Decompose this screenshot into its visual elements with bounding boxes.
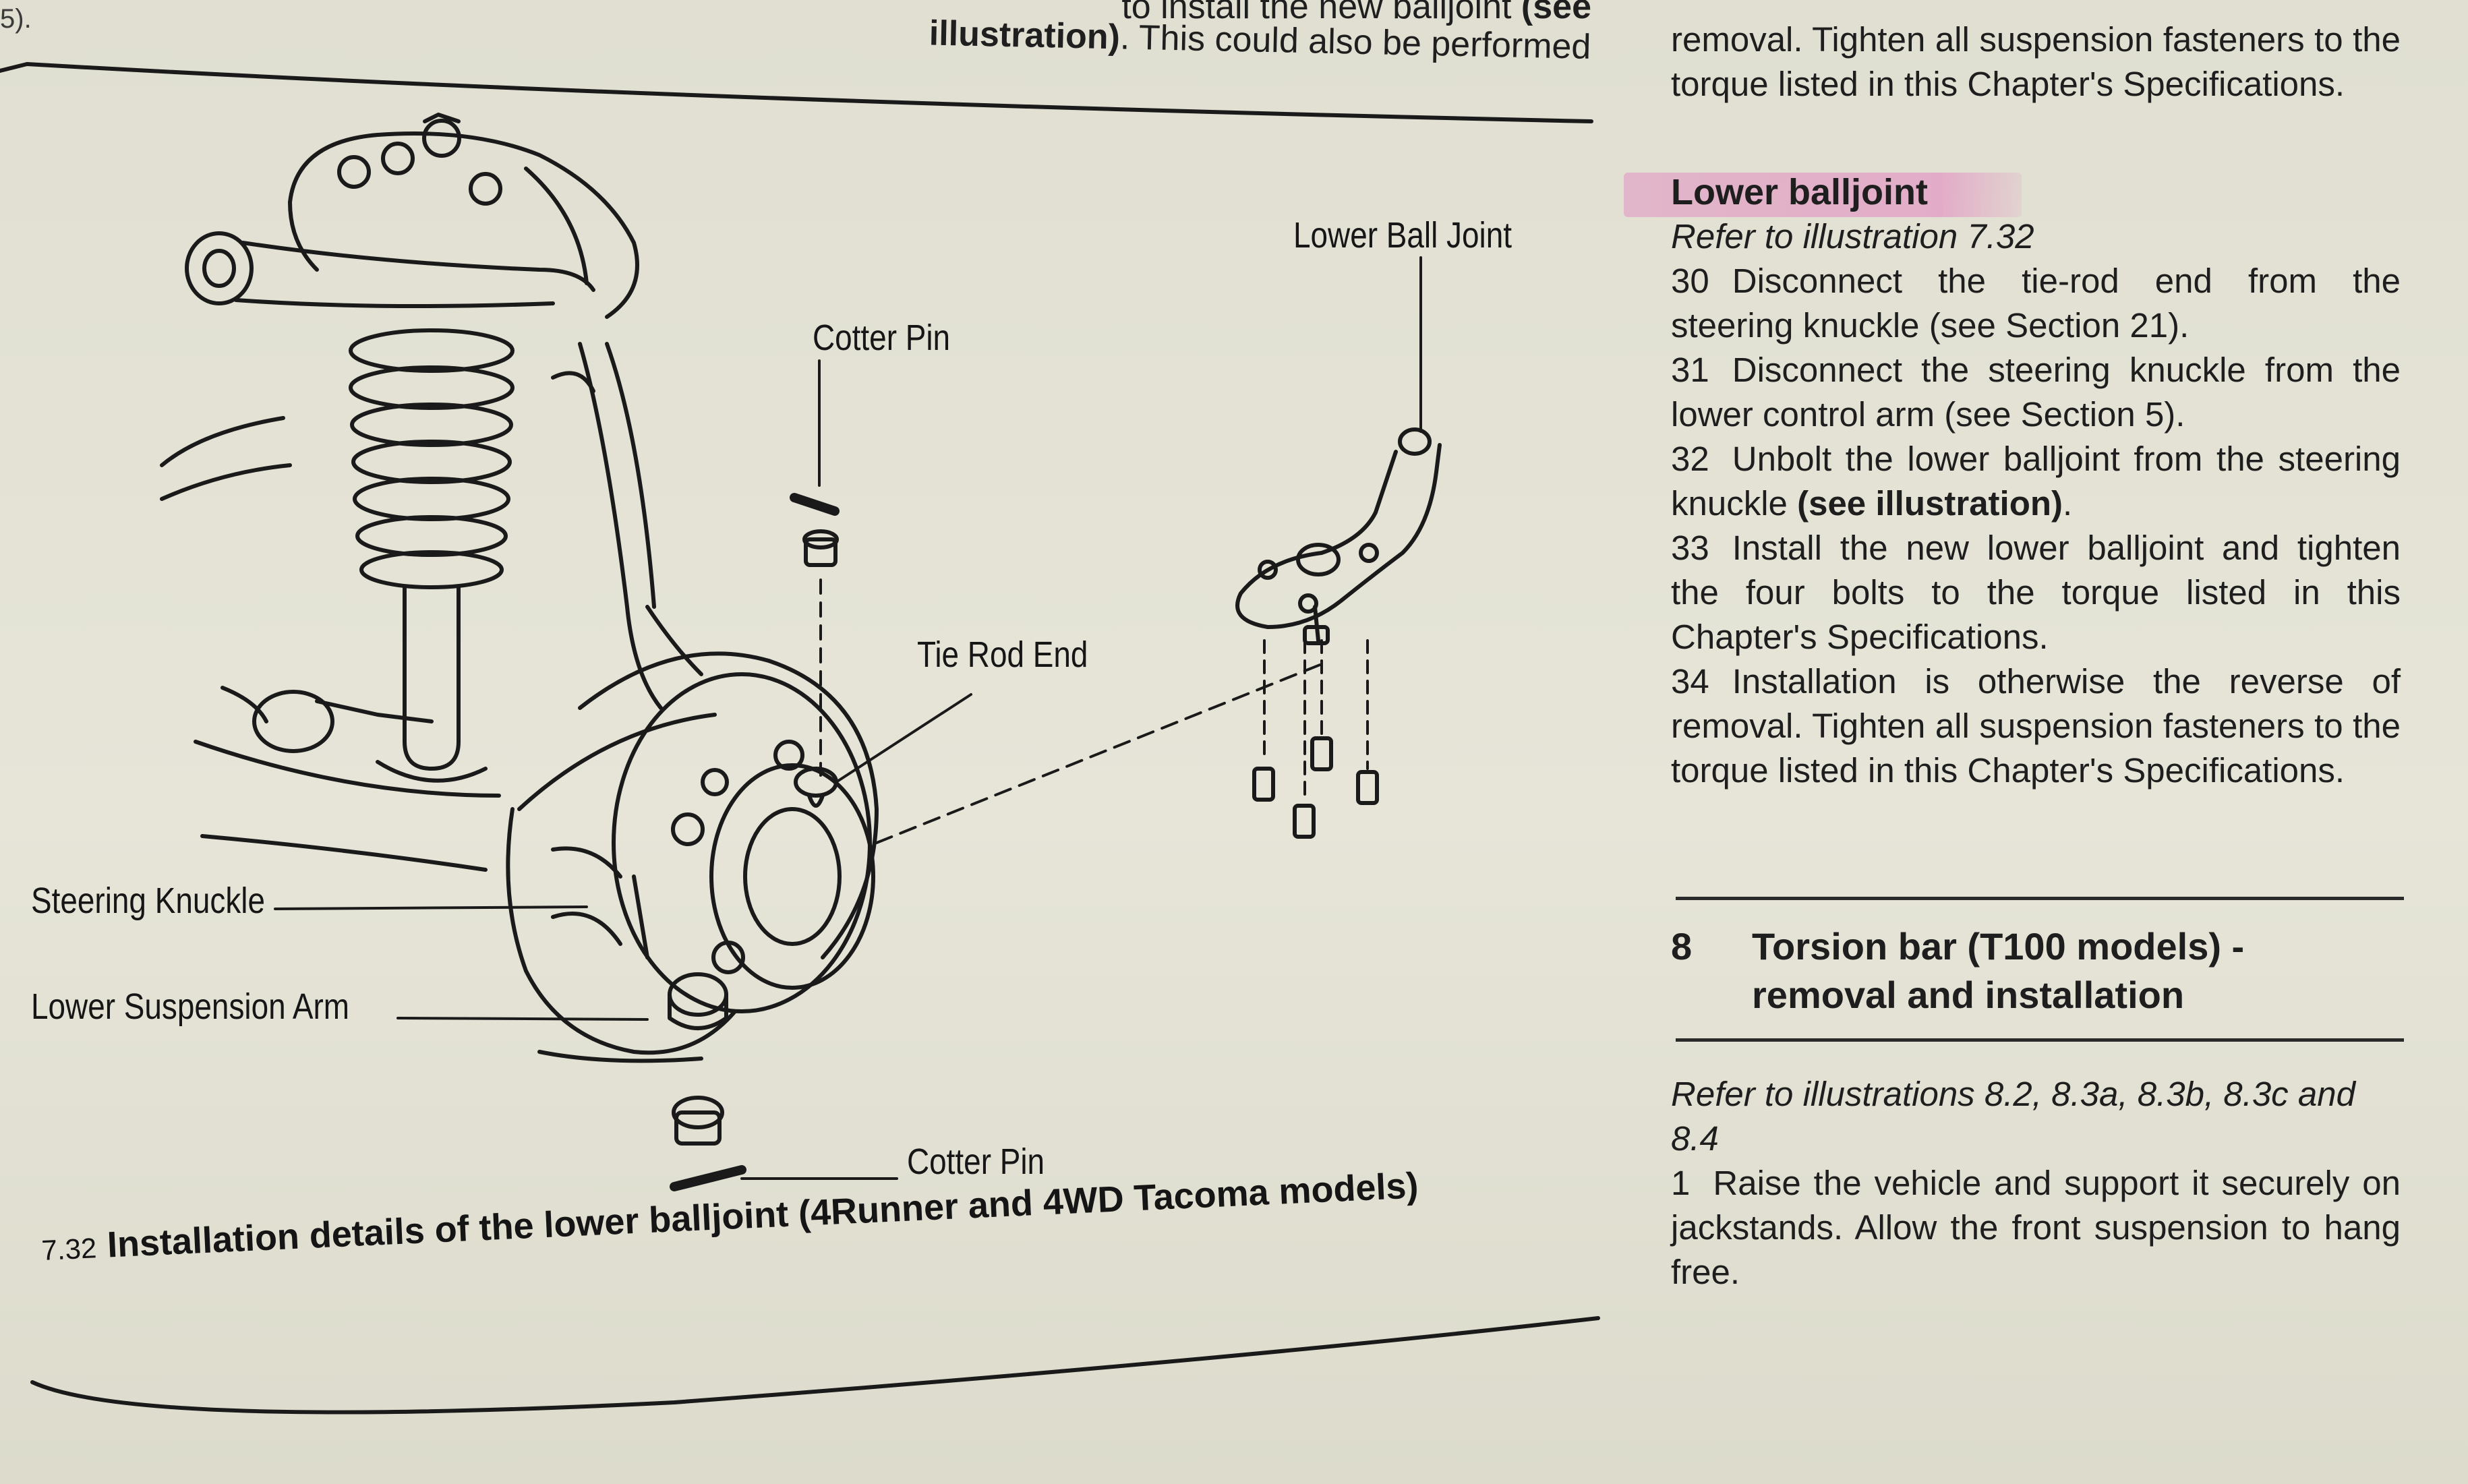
right-column-continuation: removal. Tighten all suspension fastener… (1671, 20, 2401, 103)
highlighter-mark (1624, 173, 2022, 217)
suspension-diagram (0, 62, 1600, 1415)
label-steering-knuckle: Steering Knuckle (31, 881, 266, 921)
label-lower-ball-joint: Lower Ball Joint (1293, 215, 1512, 256)
section-8-ref: Refer to illustrations 8.2, 8.3a, 8.3b, … (1671, 1075, 2355, 1158)
top-text-line-1: to install the new balljoint (see (1121, 0, 1591, 26)
label-lower-suspension-arm: Lower Suspension Arm (31, 986, 350, 1027)
lower-balljoint-heading: Lower balljoint (1624, 170, 2022, 217)
lower-balljoint-subsection: Lower balljoint Refer to illustration 7.… (1624, 170, 2401, 793)
label-cotter-pin-top: Cotter Pin (813, 318, 951, 358)
header-fragment: 5). (0, 4, 32, 34)
label-tie-rod-end: Tie Rod End (917, 634, 1088, 675)
figure-number: 7.32 (40, 1232, 98, 1266)
label-cotter-pin-bottom: Cotter Pin (907, 1141, 1045, 1182)
section-rule-bottom (1676, 1038, 2404, 1042)
lower-balljoint-ref: Refer to illustration 7.32 (1671, 217, 2034, 256)
section-rule-top (1676, 897, 2404, 900)
section-8-body: Refer to illustrations 8.2, 8.3a, 8.3b, … (1671, 1072, 2401, 1295)
